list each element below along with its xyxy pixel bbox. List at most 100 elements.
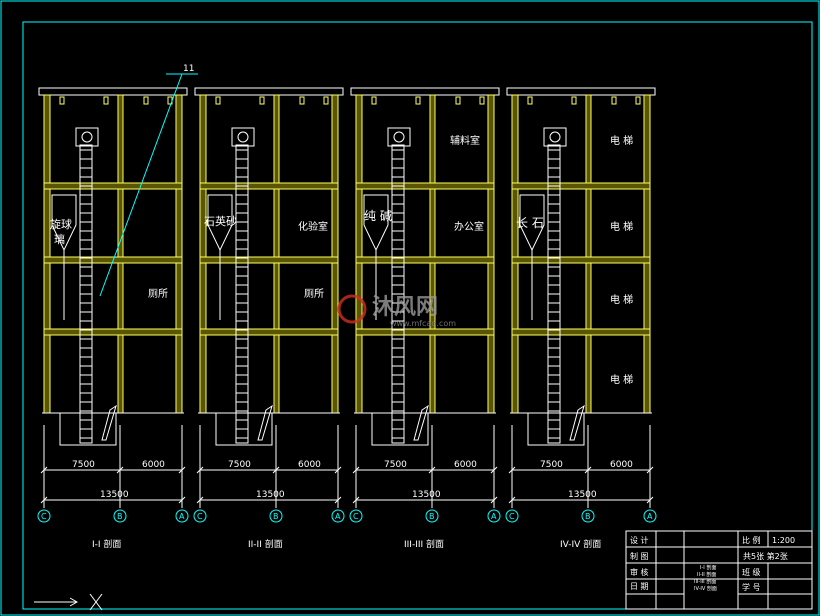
right-wall <box>331 94 339 414</box>
tb-review: 审 核 <box>630 567 649 577</box>
tb-drawing-name-3: III-III 剖面 <box>694 578 716 585</box>
tb-student-no: 学 号 <box>742 582 761 592</box>
pit <box>59 412 117 446</box>
axis-bubble <box>37 509 51 523</box>
lintel-mark-4 <box>323 96 329 105</box>
right-wall <box>175 94 183 414</box>
floor-slab-1 <box>199 182 339 190</box>
roof-slab <box>506 87 656 96</box>
tb-date: 日 期 <box>630 582 649 591</box>
dim-tick <box>40 466 48 474</box>
dim-tick <box>490 496 498 504</box>
dim-total: 13500 <box>412 490 441 500</box>
left-wall <box>43 94 51 414</box>
left-wall <box>199 94 207 414</box>
dim-total: 13500 <box>568 490 597 500</box>
axis-bubble <box>643 509 657 523</box>
axis-label: C <box>509 512 515 521</box>
roof-slab <box>194 87 344 96</box>
axis-bubble <box>113 509 127 523</box>
axis-label: B <box>273 512 279 521</box>
dim-left: 7500 <box>228 460 251 470</box>
floor-slab-1 <box>355 182 495 190</box>
tb-scale-label: 比 例 <box>742 535 761 545</box>
watermark-brand: 沐风网 <box>372 295 438 320</box>
axis-label: A <box>647 512 653 521</box>
title-block: 设 计 制 图 审 核 日 期 比 例 1:200 共5张 第2张 班 级 学 … <box>625 530 813 610</box>
lintel-mark-1 <box>527 96 533 105</box>
section-title: III-III 剖面 <box>404 538 444 550</box>
hopper <box>207 194 233 252</box>
tb-sheets: 共5张 第2张 <box>743 551 788 561</box>
floor-slab-2 <box>511 256 651 264</box>
floor-slab-3 <box>355 328 495 336</box>
section-title: I-I 剖面 <box>92 538 121 550</box>
room-label: 璃 <box>54 232 65 246</box>
floor-slab-2 <box>199 256 339 264</box>
tb-design: 设 计 <box>630 535 649 545</box>
room-label: 电 梯 <box>610 220 633 233</box>
left-wall <box>511 94 519 414</box>
inner-column <box>273 94 280 414</box>
left-wall <box>355 94 363 414</box>
inner-column <box>117 94 124 414</box>
roof-slab <box>38 87 188 96</box>
dim-left: 7500 <box>540 460 563 470</box>
lintel-mark-1 <box>215 96 221 105</box>
floor-slab-1 <box>43 182 183 190</box>
dim-tick <box>178 496 186 504</box>
dim-tick <box>646 466 654 474</box>
dim-right: 6000 <box>610 460 633 470</box>
axis-bubble <box>487 509 501 523</box>
right-wall <box>487 94 495 414</box>
dim-tick <box>428 466 436 474</box>
axis-bubble <box>331 509 345 523</box>
floor-slab-3 <box>43 328 183 336</box>
dim-tick <box>334 466 342 474</box>
tb-draw: 制 图 <box>630 551 649 561</box>
roof-slab <box>350 87 500 96</box>
lintel-mark-2 <box>415 96 421 105</box>
dim-tick <box>584 466 592 474</box>
elevator-wheel-icon <box>81 131 93 143</box>
dim-tick <box>196 496 204 504</box>
tb-drawing-name-1: I-I 剖面 <box>700 564 716 571</box>
axis-bubble <box>269 509 283 523</box>
dim-left: 7500 <box>72 460 95 470</box>
lintel-mark-3 <box>143 96 149 105</box>
watermark-url: www.mfcad.com <box>390 319 456 328</box>
axis-label: C <box>41 512 47 521</box>
inner-column <box>429 94 436 414</box>
elevator-head <box>231 127 255 147</box>
axis-label: A <box>491 512 497 521</box>
section-title: II-II 剖面 <box>248 538 283 550</box>
tb-scale-value: 1:200 <box>772 536 795 545</box>
axis-label: A <box>335 512 341 521</box>
lintel-mark-1 <box>371 96 377 105</box>
floor-slab-3 <box>199 328 339 336</box>
section-title: IV-IV 剖面 <box>560 538 601 550</box>
room-label: 办公室 <box>454 220 484 233</box>
room-label: 旋球 <box>50 217 72 231</box>
axis-bubble <box>425 509 439 523</box>
room-label: 石英砂 <box>204 214 237 228</box>
dim-tick <box>508 496 516 504</box>
lintel-mark-3 <box>455 96 461 105</box>
dim-tick <box>196 466 204 474</box>
dim-left: 7500 <box>384 460 407 470</box>
chute <box>257 404 273 441</box>
room-label: 长 石 <box>516 216 544 230</box>
hopper <box>363 194 389 252</box>
right-wall <box>643 94 651 414</box>
axis-label: A <box>179 512 185 521</box>
chute <box>101 404 117 441</box>
dim-tick <box>116 466 124 474</box>
room-label: 辅料室 <box>450 134 480 147</box>
tb-class-label: 班 级 <box>742 567 761 577</box>
floor-slab-3 <box>511 328 651 336</box>
dim-tick <box>40 496 48 504</box>
